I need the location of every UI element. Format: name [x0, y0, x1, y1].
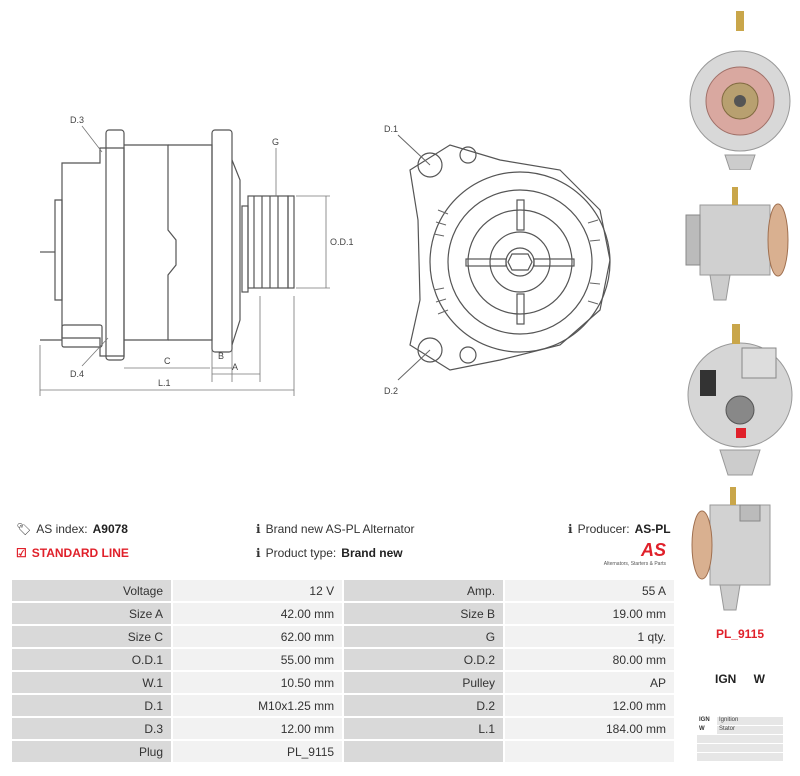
- label-od1: O.D.1: [330, 237, 354, 247]
- spec-value: [505, 741, 674, 762]
- plug-name: PL_9115: [715, 627, 765, 641]
- legend-row-ign: IGN Ignition: [697, 717, 783, 725]
- label-l1: L.1: [158, 378, 171, 388]
- spec-label: Plug: [12, 741, 172, 762]
- legend-row-empty: [697, 735, 783, 743]
- info-circle-icon: ℹ: [256, 546, 261, 560]
- spec-value: 1 qty.: [505, 626, 674, 647]
- spec-label: L.1: [344, 718, 504, 739]
- spec-label: D.3: [12, 718, 172, 739]
- producer: ℹ Producer: AS-PL: [568, 522, 671, 536]
- standard-line-label: STANDARD LINE: [31, 546, 129, 560]
- spec-label: O.D.2: [344, 649, 504, 670]
- info-circle-icon: ℹ: [568, 522, 573, 536]
- spec-label: D.2: [344, 695, 504, 716]
- plug-pins: IGN W: [715, 672, 765, 686]
- legend-row-w: W Stator: [697, 726, 783, 734]
- legend-row-empty: [697, 753, 783, 761]
- product-photos: [680, 0, 800, 630]
- as-index-label: AS index:: [36, 522, 88, 536]
- legend-value: Stator: [719, 726, 736, 732]
- as-logo: AS Alternators, Starters & Parts: [590, 540, 666, 567]
- product-type-value: Brand new: [341, 546, 403, 560]
- info-circle-icon: ℹ: [256, 522, 261, 536]
- spec-label: D.1: [12, 695, 172, 716]
- plug-legend: IGN Ignition W Stator: [697, 717, 783, 762]
- legend-key: IGN: [697, 717, 717, 725]
- standard-line: ☑ STANDARD LINE: [16, 546, 129, 560]
- product-photo-rear[interactable]: [680, 310, 800, 480]
- spec-label: Size A: [12, 603, 172, 624]
- spec-label: G: [344, 626, 504, 647]
- spec-value: PL_9115: [173, 741, 343, 762]
- product-type-label: Product type:: [265, 546, 337, 560]
- as-index: 🏷 AS index: A9078: [16, 522, 128, 536]
- spec-value: AP: [505, 672, 674, 693]
- label-a: A: [232, 362, 238, 372]
- spec-label: [344, 741, 504, 762]
- product-info: 🏷 AS index: A9078 ☑ STANDARD LINE ℹ Bran…: [10, 518, 676, 578]
- label-d1: D.1: [384, 124, 398, 134]
- product-description: ℹ Brand new AS-PL Alternator: [256, 522, 415, 536]
- spec-label: Voltage: [12, 580, 172, 601]
- as-logo-text: AS: [640, 540, 666, 560]
- spec-value: 42.00 mm: [173, 603, 343, 624]
- label-g: G: [272, 137, 279, 147]
- as-logo-tagline: Alternators, Starters & Parts: [603, 561, 666, 567]
- producer-label: Producer:: [577, 522, 630, 536]
- label-b: B: [218, 351, 224, 361]
- product-photo-angle[interactable]: [680, 485, 800, 615]
- spec-value: 184.00 mm: [505, 718, 674, 739]
- spec-value: 12.00 mm: [173, 718, 343, 739]
- spec-value: 62.00 mm: [173, 626, 343, 647]
- legend-row-empty: [697, 744, 783, 752]
- product-type: ℹ Product type: Brand new: [256, 546, 403, 560]
- spec-label: Size B: [344, 603, 504, 624]
- label-c: C: [164, 356, 171, 366]
- legend-value: Ignition: [719, 717, 739, 723]
- spec-value: 12 V: [173, 580, 343, 601]
- spec-label: Pulley: [344, 672, 504, 693]
- label-d2: D.2: [384, 386, 398, 396]
- spec-value: 12.00 mm: [505, 695, 674, 716]
- spec-value: M10x1.25 mm: [173, 695, 343, 716]
- spec-value: 55 A: [505, 580, 674, 601]
- technical-drawing: D.3 D.4 G O.D.1 C B A L.1: [39, 115, 611, 396]
- product-photo-side[interactable]: [680, 175, 800, 305]
- spec-value: 55.00 mm: [173, 649, 343, 670]
- spec-label: W.1: [12, 672, 172, 693]
- alternator-drawing-svg: D.3 D.4 G O.D.1 C B A L.1: [39, 115, 611, 396]
- label-d4: D.4: [70, 369, 84, 379]
- checkbox-icon: ☑: [16, 546, 27, 560]
- spec-value: 80.00 mm: [505, 649, 674, 670]
- spec-label: O.D.1: [12, 649, 172, 670]
- legend-key: W: [697, 726, 717, 734]
- as-index-value: A9078: [92, 522, 128, 536]
- product-description-text: Brand new AS-PL Alternator: [265, 522, 415, 536]
- tags-icon: 🏷: [16, 522, 32, 536]
- spec-value: 19.00 mm: [505, 603, 674, 624]
- spec-value: 10.50 mm: [173, 672, 343, 693]
- spec-label: Amp.: [344, 580, 504, 601]
- label-d3: D.3: [70, 115, 84, 125]
- product-photo-front[interactable]: [680, 5, 800, 170]
- spec-label: Size C: [12, 626, 172, 647]
- producer-value: AS-PL: [634, 522, 671, 536]
